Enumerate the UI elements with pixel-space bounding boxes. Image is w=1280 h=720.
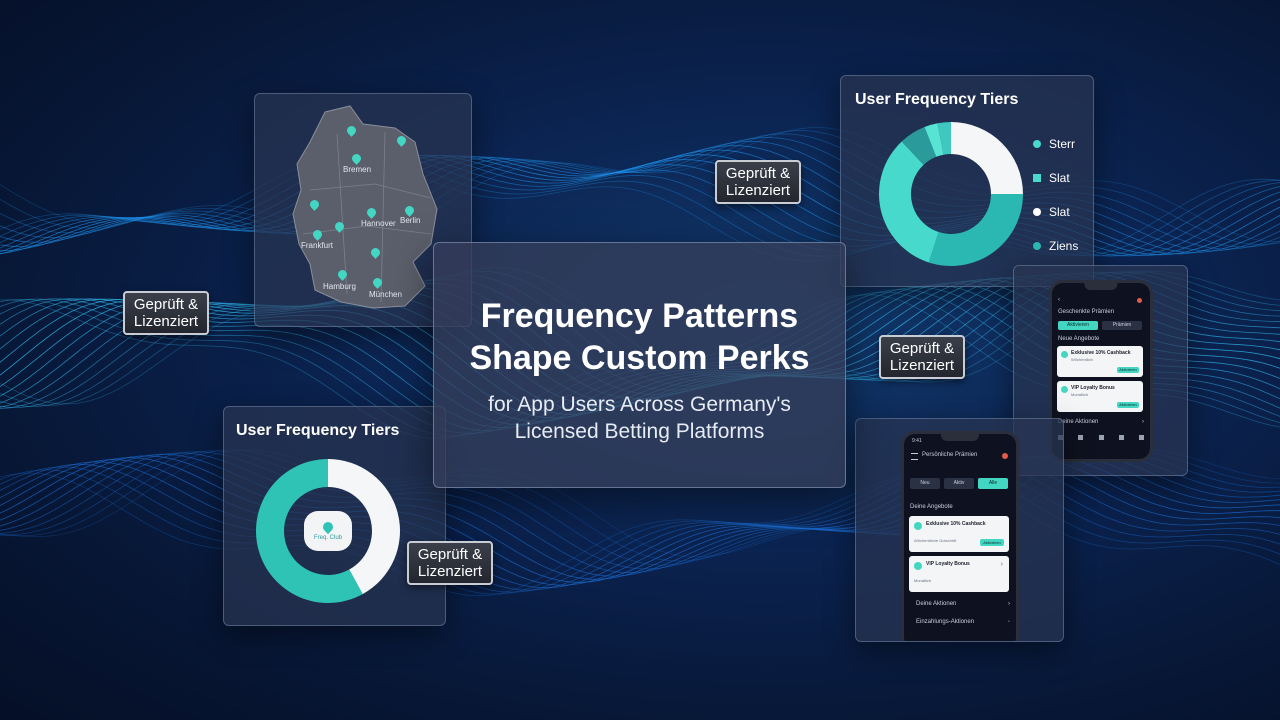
offer-card[interactable]: VIP Loyalty Bonus Monatlich › [909,556,1009,592]
tiers-title: User Frequency Tiers [236,422,400,439]
legend-dot [1033,242,1041,250]
legend-item: Ziens [1033,239,1078,253]
offer-card[interactable]: Exklusive 10% Cashback Wöchentlich Aktiv… [1057,346,1143,377]
legend-item: Slat [1033,205,1070,219]
headline-subtitle: for App Users Across Germany's Licensed … [488,393,791,443]
status-time: 9:41 [912,438,922,444]
phone-mockup: ‹ Geschenkte Prämien Aktivieren Prämien … [1049,280,1153,462]
activate-button[interactable]: Aktivieren [1117,367,1139,373]
wave-line [0,449,1280,558]
germany-map [292,105,438,309]
headline-title: Frequency Patterns Shape Custom Perks [469,297,810,377]
chevron-right-icon: › [1142,419,1144,425]
legend-item: Slat [1033,171,1070,185]
tab-rewards[interactable]: Prämien [1102,321,1142,330]
notification-icon[interactable] [1002,453,1008,459]
frequency-tiers-card-top: User Frequency Tiers Sterr Slat Slat Zie… [840,75,1094,287]
phone-mockup: 9:41 Persönliche Prämien Neu Aktiv Alle … [901,431,1019,641]
section-title: Deine Angebote [910,504,953,510]
tab-active[interactable]: Aktiv [944,478,974,489]
offer-icon [914,562,922,570]
nav-offers-icon[interactable] [1078,435,1084,440]
donut-segment [255,459,363,603]
donut-segment [328,459,400,595]
legend-dot [1033,140,1041,148]
screen-header: Persönliche Prämien [922,452,978,458]
donut-segment [879,141,939,263]
offer-icon [1061,351,1068,358]
certified-badge: Geprüft &Lizenziert [407,541,493,585]
nav-stats-icon[interactable] [1118,435,1124,440]
offer-card[interactable]: Exklusive 10% Cashback Wöchentliche Guts… [909,516,1009,552]
screen-header: Geschenkte Prämien [1058,309,1115,315]
list-row[interactable]: Einzahlungs-Aktionen [916,619,975,625]
frequency-tiers-card-bottom: User Frequency Tiers Freq. Club [223,406,446,626]
section-title: Neue Angebote [1058,336,1100,342]
bottom-nav [1058,435,1144,440]
wave-line [0,472,1280,597]
nav-profile-icon[interactable] [1139,435,1144,440]
map-city-label: Frankfurt [301,241,334,250]
nav-wallet-icon[interactable] [1098,435,1104,440]
toggle-icon[interactable]: ◦ [1007,619,1010,625]
map-city-label: Berlin [400,216,421,225]
offer-card[interactable]: VIP Loyalty Bonus Monatlich Aktivieren [1057,381,1143,412]
certified-badge: Geprüft &Lizenziert [123,291,209,335]
certified-badge: Geprüft &Lizenziert [879,335,965,379]
chevron-right-icon: › [1000,561,1003,568]
back-icon[interactable]: ‹ [1058,297,1060,303]
notification-icon[interactable] [1137,298,1142,303]
activate-button[interactable]: Aktivieren [980,539,1004,546]
chevron-right-icon: › [1008,601,1010,607]
offer-icon [914,522,922,530]
map-city-label: Bremen [343,165,372,174]
list-row[interactable]: Deine Aktionen [1058,419,1099,425]
tiers-title: User Frequency Tiers [855,91,1019,108]
wave-line [0,466,1280,593]
app-preview-card-large: 9:41 Persönliche Prämien Neu Aktiv Alle … [855,418,1064,642]
badge-icon: Freq. Club [304,511,352,551]
map-city-label: Hamburg [323,282,356,291]
tab-new[interactable]: Neu [910,478,940,489]
wave-line [0,463,1280,591]
certified-badge: Geprüft &Lizenziert [715,160,801,204]
wave-line [0,469,1280,595]
offer-icon [1061,386,1068,393]
tab-activate[interactable]: Aktivieren [1058,321,1098,330]
map-city-label: Hannover [361,219,396,228]
legend-dot [1033,208,1041,216]
legend-item: Sterr [1033,137,1075,151]
legend-square [1033,174,1041,182]
donut-segment [924,123,944,157]
donut-segment [901,127,937,165]
headline-card: Frequency Patterns Shape Custom Perks fo… [433,242,846,488]
menu-icon[interactable] [911,453,918,460]
map-city-label: München [369,290,402,299]
tiers-donut-chart [879,122,1023,266]
germany-map-card: Bremen Hannover Berlin Frankfurt Hamburg… [254,93,472,327]
donut-segment [951,122,1023,194]
tab-all[interactable]: Alle [978,478,1008,489]
list-row[interactable]: Deine Aktionen [916,601,957,607]
pin-icon [320,519,336,534]
donut-segment [928,194,1023,266]
activate-button[interactable]: Aktivieren [1117,402,1139,408]
donut-segment [937,122,951,155]
tiers-donut-chart [255,459,400,603]
wave-line [0,461,1280,589]
